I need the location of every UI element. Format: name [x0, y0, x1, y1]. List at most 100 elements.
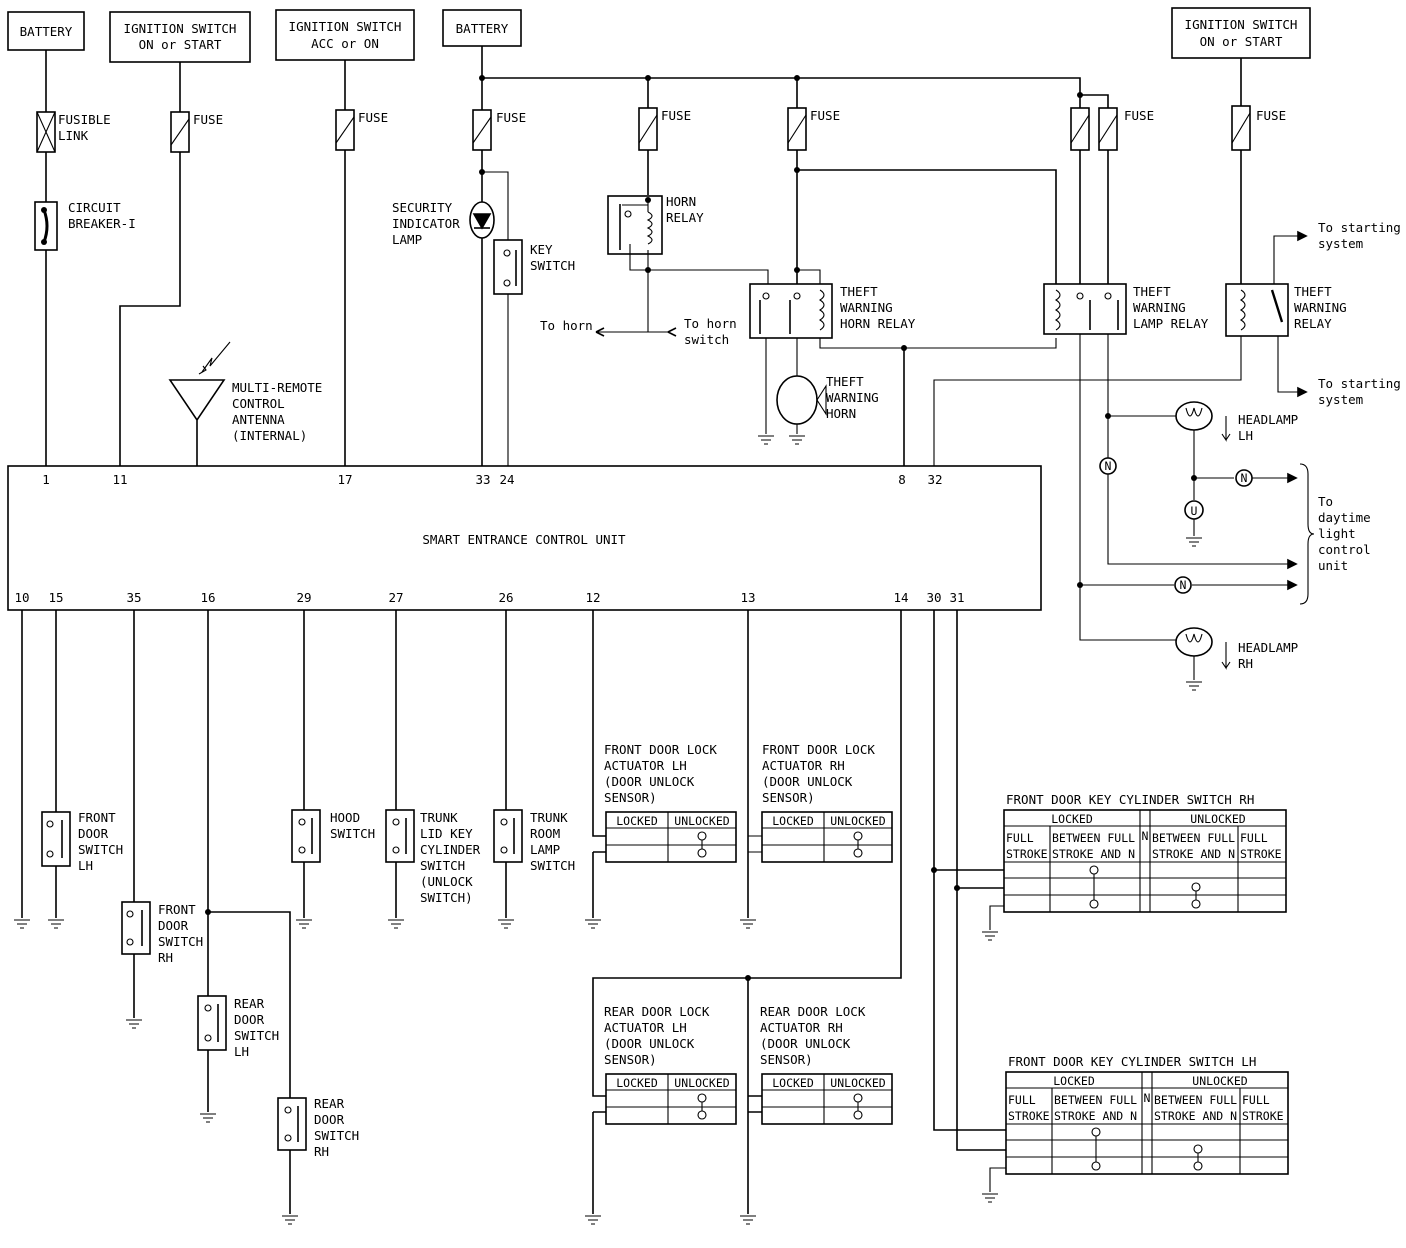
rear-door-lh-label-3: SWITCH — [234, 1028, 279, 1043]
horn-relay-label-1: HORN — [666, 194, 696, 209]
security-lamp-label-1: SECURITY — [392, 200, 453, 215]
ignition-on-start-label-2: ON or START — [139, 37, 222, 52]
horn-relay-icon — [607, 195, 663, 255]
fuse-label: FUSE — [661, 108, 691, 123]
theft-horn-label-1: THEFT — [826, 374, 864, 389]
fuse-label: FUSE — [810, 108, 840, 123]
rear-door-rh-label-1: REAR — [314, 1096, 345, 1111]
horn-relay-label-2: RELAY — [666, 210, 704, 225]
daytime-label-1: To — [1318, 494, 1333, 509]
rear-door-lh-label-2: DOOR — [234, 1012, 265, 1027]
headlamp-circuit: N U N N HEADLAMP LH HEADLAMP RH To dayti… — [1077, 401, 1371, 691]
battery-left-box: BATTERY — [7, 11, 85, 51]
stroke-label: STROKE — [1242, 1109, 1284, 1123]
pin-label: 30 — [926, 590, 941, 605]
unlocked-header: UNLOCKED — [674, 814, 729, 828]
ignition-acc-on-label-2: ACC or ON — [311, 36, 379, 51]
pin17-circuit: FUSE — [335, 60, 388, 466]
circuit-breaker-label-2: BREAKER-I — [68, 216, 136, 231]
theft-lamp-relay-icon — [1043, 283, 1127, 335]
actuator-table — [605, 1073, 737, 1125]
antenna-label-3: ANTENNA — [232, 412, 285, 427]
theft-horn-icon — [776, 375, 818, 425]
ground-icon — [282, 1215, 298, 1225]
front-door-switch-rh: FRONT DOOR SWITCH RH — [121, 610, 203, 1029]
switch-icon — [121, 901, 151, 955]
key-switch-label-1: KEY — [530, 242, 553, 257]
theft-horn-relay-label-1: THEFT — [840, 284, 878, 299]
to-horn-switch-label-1: To horn — [684, 316, 737, 331]
battery-left-label: BATTERY — [20, 24, 73, 39]
trunk-room-label-3: LAMP — [530, 842, 560, 857]
between-label: BETWEEN FULL — [1152, 831, 1235, 845]
node-n-label: N — [1180, 578, 1187, 592]
rear-actuator-rh-label-2: ACTUATOR RH — [760, 1020, 843, 1035]
actuator-table — [605, 811, 737, 863]
locked-header: LOCKED — [772, 814, 814, 828]
front-door-lh-label-4: LH — [78, 858, 93, 873]
ground-icon — [14, 919, 30, 929]
node-n-label: N — [1105, 459, 1112, 473]
daytime-label-2: daytime — [1318, 510, 1371, 525]
ground-icon — [789, 435, 805, 445]
stroke-label: STROKE — [1006, 847, 1048, 861]
node-n-label: N — [1241, 471, 1248, 485]
front-actuator-rh-label-2: ACTUATOR RH — [762, 758, 845, 773]
front-actuator-lh-label-3: (DOOR UNLOCK — [604, 774, 695, 789]
pin-label: 29 — [296, 590, 311, 605]
ignition-right-label-2: ON or START — [1200, 34, 1283, 49]
theft-relay-label-1: THEFT — [1294, 284, 1332, 299]
pin10-ground — [14, 610, 30, 929]
trunk-lid-label-3: CYLINDER — [420, 842, 481, 857]
pin-label: 14 — [893, 590, 908, 605]
key-cylinder-switch-rh: FRONT DOOR KEY CYLINDER SWITCH RH LOCKED… — [1003, 792, 1287, 913]
front-actuator-rh-label-4: SENSOR) — [762, 790, 815, 805]
theft-lamp-relay-label-1: THEFT — [1133, 284, 1171, 299]
ground-icon — [48, 919, 64, 929]
rear-actuator-lh-label-4: SENSOR) — [604, 1052, 657, 1067]
hood-label-2: SWITCH — [330, 826, 375, 841]
key-cylinder-rh-title: FRONT DOOR KEY CYLINDER SWITCH RH — [1006, 792, 1254, 807]
unlocked-header: UNLOCKED — [674, 1076, 729, 1090]
full-label: FULL — [1240, 831, 1268, 845]
headlamp-rh-label-1: HEADLAMP — [1238, 640, 1298, 655]
pin-label: 33 — [475, 472, 490, 487]
pin-label: 31 — [949, 590, 964, 605]
trunk-lid-label-6: SWITCH) — [420, 890, 473, 905]
battery-mid-label: BATTERY — [456, 21, 509, 36]
antenna-label-2: CONTROL — [232, 396, 285, 411]
daytime-label-5: unit — [1318, 558, 1348, 573]
ground-icon — [126, 1019, 142, 1029]
front-door-lh-label-1: FRONT — [78, 810, 116, 825]
security-lamp-label-3: LAMP — [392, 232, 422, 247]
fusible-link-label-2: LINK — [58, 128, 89, 143]
front-actuator-rh-label-1: FRONT DOOR LOCK — [762, 742, 875, 757]
trunk-lid-label-4: SWITCH — [420, 858, 465, 873]
ground-icon — [1186, 681, 1202, 691]
front-door-lh-label-3: SWITCH — [78, 842, 123, 857]
theft-horn-relay-circuit: FUSE THEFT WARNING HORN RELAY THEFT WARN… — [749, 78, 1057, 466]
pin-label: 1 — [42, 472, 50, 487]
hood-switch: HOOD SWITCH — [291, 610, 375, 929]
pin-label: 17 — [337, 472, 352, 487]
battery-bus — [479, 46, 1109, 108]
security-lamp-label-2: INDICATOR — [392, 216, 460, 231]
horn-relay-circuit: FUSE HORN RELAY To horn To horn switch — [540, 78, 769, 347]
front-door-rh-label-2: DOOR — [158, 918, 189, 933]
stroke-n-label: STROKE AND N — [1154, 1109, 1237, 1123]
switch-icon — [493, 809, 523, 863]
rear-actuator-lh-label-2: ACTUATOR LH — [604, 1020, 687, 1035]
headlamp-lh-label-1: HEADLAMP — [1238, 412, 1298, 427]
battery-mid-box: BATTERY — [442, 9, 522, 47]
pin-label: 8 — [898, 472, 906, 487]
fusible-link-label-1: FUSIBLE — [58, 112, 111, 127]
n-header: N — [1144, 1091, 1151, 1105]
front-door-rh-label-3: SWITCH — [158, 934, 203, 949]
ground-icon — [740, 919, 756, 929]
headlamp-rh-label-2: RH — [1238, 656, 1253, 671]
rear-door-rh-label-4: RH — [314, 1144, 329, 1159]
pin-label: 12 — [585, 590, 600, 605]
theft-relay-label-2: WARNING — [1294, 300, 1347, 315]
trunk-lid-label-1: TRUNK — [420, 810, 458, 825]
ground-icon — [388, 919, 404, 929]
